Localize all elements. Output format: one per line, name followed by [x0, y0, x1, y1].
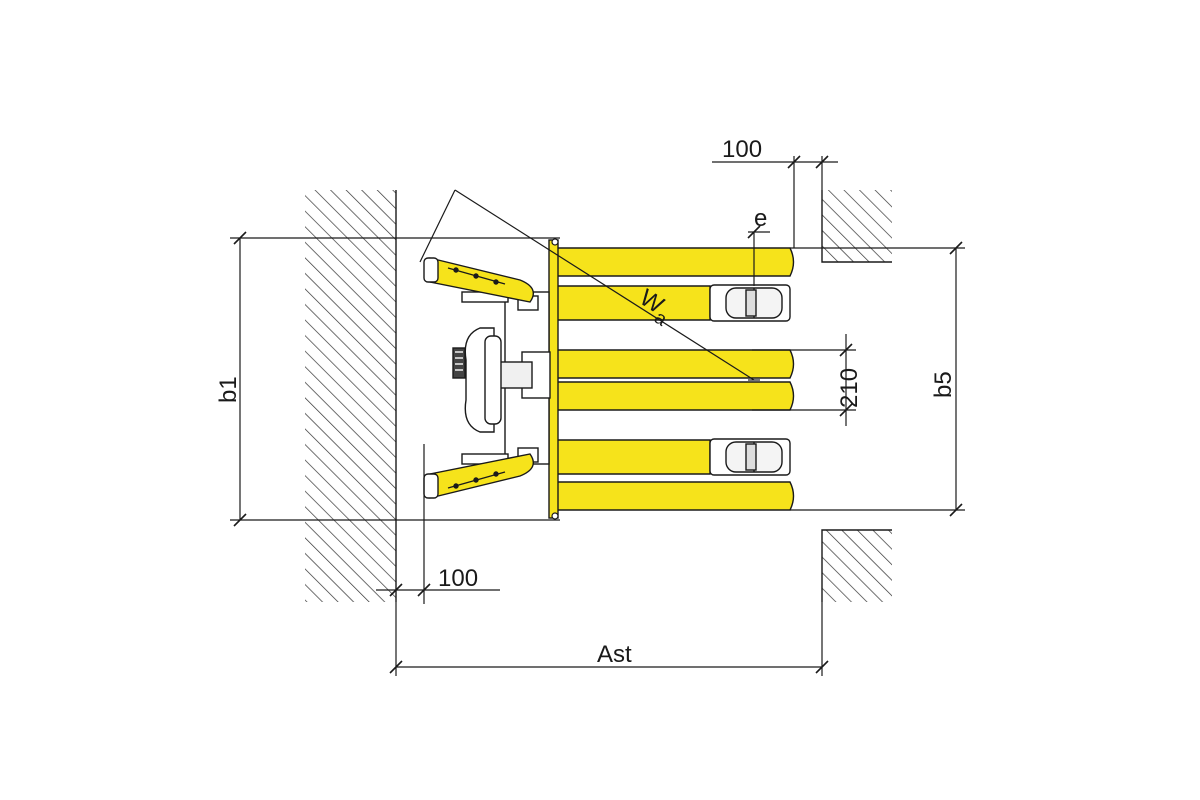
label-clearance-top: 100 [722, 136, 762, 163]
pallet [555, 247, 795, 511]
dimension-ticks [233, 155, 963, 674]
carriage-bolt-top [551, 238, 559, 246]
side-arm-upper [423, 257, 534, 303]
pallet-board-1 [555, 247, 795, 277]
load-wheel-upper [709, 284, 791, 322]
right-lower-rack-edge [821, 529, 892, 602]
label-ast: Ast [597, 641, 632, 668]
pallet-board-4 [555, 381, 795, 411]
right-upper-rack-edge [821, 190, 892, 263]
label-b1: b1 [215, 376, 242, 403]
label-e: e [754, 205, 767, 232]
pallet-board-3 [555, 349, 795, 379]
label-fork-gap: 210 [836, 368, 863, 408]
side-arm-lower [423, 453, 534, 499]
pallet-board-6 [555, 481, 795, 511]
tiller-handle [452, 327, 502, 433]
left-wall-hatch [305, 190, 396, 602]
right-upper-rack-hatch [822, 190, 892, 262]
pallet-board-5 [555, 439, 711, 475]
carriage-bolt-bottom [551, 512, 559, 520]
label-clearance-bottom: 100 [438, 565, 478, 592]
right-lower-rack-hatch [822, 530, 892, 602]
label-b5: b5 [930, 371, 957, 398]
load-wheel-lower [709, 438, 791, 476]
dimension-lines [230, 156, 965, 676]
